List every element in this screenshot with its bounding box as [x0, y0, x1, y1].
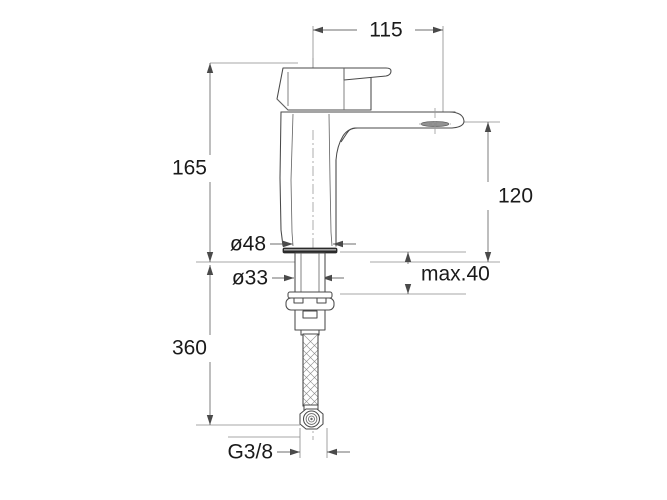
- arrow-clearance-top: [484, 122, 492, 132]
- mounting-shank: [294, 252, 326, 293]
- fixing-assembly-group: [285, 291, 335, 336]
- arrow-shank-left: [284, 274, 294, 282]
- arrow-height-top: [206, 63, 214, 73]
- base-flange-highlight: [284, 249, 336, 251]
- nut-slot-right: [316, 297, 327, 304]
- flexible-hose-group: [302, 333, 319, 407]
- arrow-base-left: [283, 240, 293, 248]
- housing-chamfer: [276, 98, 289, 111]
- tap-body-group: [279, 108, 465, 247]
- lever-handle-group: [276, 67, 392, 111]
- arrow-thread-right: [327, 448, 337, 456]
- flex-hose: [302, 333, 319, 407]
- body-highlight-line-1: [290, 113, 294, 247]
- body-highlight-line-2: [328, 113, 333, 247]
- arrow-base-right: [333, 240, 343, 248]
- dim-label-hose-length: 360: [172, 337, 207, 360]
- dim-label-clearance: 120: [498, 185, 533, 208]
- mounting-shank-group: [294, 252, 326, 293]
- body-left-wall: [279, 111, 284, 247]
- arrow-hose-top: [206, 265, 214, 275]
- base-flange-group: [282, 247, 338, 254]
- dim-label-height: 165: [172, 157, 207, 180]
- arrow-shank-right: [322, 274, 332, 282]
- hex-nut-bore: [310, 417, 313, 421]
- arrow-thread-left: [290, 448, 300, 456]
- hose-fitting-group: [299, 404, 324, 430]
- hex-nut-outer-circle: [302, 410, 321, 428]
- lever-arm: [343, 67, 392, 81]
- dim-label-reach: 115: [369, 19, 402, 42]
- dim-label-shank-diameter: ø33: [232, 267, 268, 290]
- dim-label-thread-size: G3/8: [227, 441, 273, 464]
- fixing-nut: [285, 297, 335, 311]
- washer-plate-upper: [287, 291, 333, 299]
- spout-inner-profile: [335, 127, 453, 247]
- spout-outer-profile: [281, 111, 465, 143]
- shank-lower-window: [302, 310, 318, 319]
- dim-label-base-diameter: ø48: [230, 233, 266, 256]
- hex-nut-mid-circle: [305, 413, 318, 425]
- arrow-clearance-bottom: [484, 252, 492, 262]
- arrow-deck-bottom: [404, 284, 412, 294]
- dim-label-deck-thickness: max.40: [421, 263, 490, 286]
- arrow-height-bottom: [206, 252, 214, 262]
- hex-nut-inner-circle: [308, 415, 315, 423]
- arrow-deck-top: [404, 252, 412, 262]
- arrow-hose-bottom: [206, 415, 214, 425]
- arrow-reach-right: [433, 26, 443, 34]
- nut-slot-left: [293, 297, 304, 304]
- arrow-reach-left: [313, 26, 323, 34]
